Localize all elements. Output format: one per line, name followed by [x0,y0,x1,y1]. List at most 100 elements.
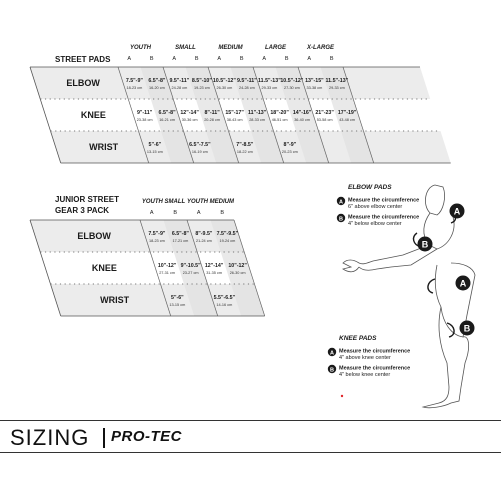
jr-cell-cm: 19-24 cm [219,239,235,243]
elbow-guide-line2: 4" below elbow center [348,221,402,227]
elbow-guide-line1: Measure the circumference [348,215,419,221]
sp-cell-cm: 20-23 cm [282,150,298,154]
sp-cell-inches: 7"-8.5" [236,142,254,148]
knee-guide-marker-icon [327,364,337,374]
sp-size-header: MEDIUM [218,45,243,51]
jr-col-letter: A [197,210,201,216]
junior-title-1: JUNIOR STREET [55,195,119,204]
jr-cell-cm: 26-30 cm [230,271,246,275]
sp-cell-inches: 6.5"-7.5" [189,142,211,148]
knee-guide-line1: Measure the circumference [339,349,410,355]
knee-guide-marker-icon [327,347,337,357]
sp-size-header: LARGE [265,45,287,51]
red-dot-icon [340,394,344,398]
knee-guide-line2: 4" above knee center [339,355,391,361]
sp-row-label: ELBOW [66,78,100,88]
sp-cell-cm: 16-20 cm [149,86,165,90]
jr-cell-inches: 7.5"-9.5" [217,231,239,237]
figure-marker-letter: B [422,240,429,250]
jr-cell-cm: 14-16 cm [216,303,232,307]
sp-col-letter: A [127,56,131,62]
figure-marker-icon [417,236,433,252]
figure-marker-icon [455,275,471,291]
sp-col-letter: A [217,56,221,62]
sp-size-header: X-LARGE [306,45,335,51]
sp-cell-inches: 5"-6" [149,142,162,148]
sp-col-shade [140,67,194,163]
leg-outline-icon [421,262,476,409]
jr-row-label: WRIST [100,295,129,305]
elbow-guide-marker-icon [336,196,346,206]
sp-cell-inches: 7.5"-9" [126,78,144,84]
title-divider [103,428,105,448]
jr-col-shade [163,220,218,316]
knee-guide-marker-letter: A [330,351,334,357]
sp-cell-inches: 10.5"-12" [280,78,303,84]
sp-cell-inches: 8.5"-10" [192,78,213,84]
sp-cell-inches: 18"-20" [270,110,289,116]
sp-cell-cm: 18-22 cm [237,150,253,154]
jr-cell-inches: 10"-12" [228,263,247,269]
sp-col-shade [230,67,284,163]
sp-row-label: WRIST [89,142,118,152]
figure-marker-letter: B [464,324,471,334]
sp-cell-cm: 13-15 cm [147,150,163,154]
sp-cell-cm: 30-36 cm [182,118,198,122]
sp-cell-cm: 23-38 cm [137,118,153,122]
jr-cell-inches: 5.5"-6.5" [214,295,236,301]
page-title: SIZING [10,425,90,450]
sp-cell-inches: 14"-16" [293,110,312,116]
jr-cell-cm: 21-24 cm [196,239,212,243]
knee-guide-title: KNEE PADS [339,335,377,342]
jr-col-letter: B [173,210,177,216]
sp-cell-inches: 13"-15" [305,78,324,84]
figure-marker-letter: A [460,279,467,289]
sp-cell-inches: 15"-17" [225,110,244,116]
sp-cell-cm: 20-28 cm [204,118,220,122]
jr-cell-cm: 31-35 cm [206,271,222,275]
sp-cell-inches: 6.5"-8" [148,78,166,84]
jr-cell-cm: 13-15 cm [169,303,185,307]
jr-col-letter: A [150,210,154,216]
junior-title-2: GEAR 3 PACK [55,206,109,215]
sp-cell-cm: 38-43 cm [227,118,243,122]
jr-cell-inches: 12"-14" [205,263,224,269]
sp-cell-cm: 29-33 cm [329,86,345,90]
jr-size-header: YOUTH SMALL [142,199,186,205]
sp-size-header: SMALL [175,45,196,51]
elbow-guide-title: ELBOW PADS [348,184,392,191]
sp-cell-cm: 29-33 cm [261,86,277,90]
jr-cell-cm: 17-21 cm [172,239,188,243]
elbow-guide-marker-letter: A [339,200,343,206]
sp-cell-inches: 8"-11" [204,110,220,116]
sp-cell-cm: 43-48 cm [339,118,355,122]
sp-cell-inches: 12"-14" [180,110,199,116]
jr-size-header: YOUTH MEDIUM [187,199,235,205]
sp-cell-inches: 9"-11" [137,110,153,116]
sp-cell-cm: 33-38 cm [306,86,322,90]
jr-cell-inches: 5"-6" [171,295,184,301]
knee-guide-line1: Measure the circumference [339,366,410,372]
sp-cell-inches: 10.5"-12" [213,78,236,84]
elbow-guide-marker-icon [336,213,346,223]
sp-size-header: YOUTH [130,45,152,51]
sp-cell-cm: 19-23 cm [194,86,210,90]
sp-col-shade [275,67,329,163]
jr-col-letter: B [220,210,224,216]
jr-cell-inches: 6.5"-8" [172,231,190,237]
jr-row-label: KNEE [92,263,117,273]
sp-cell-cm: 16-19 cm [192,150,208,154]
sp-cell-cm: 24-28 cm [171,86,187,90]
jr-cell-inches: 9"-10.5" [181,263,202,269]
sp-cell-cm: 36-40 cm [294,118,310,122]
elbow-guide-line2: 6" above elbow center [348,204,402,210]
footer-rule-bottom [0,452,501,453]
sp-col-letter: B [150,56,154,62]
sp-cell-cm: 46-51 cm [272,118,288,122]
arm-outline-icon [342,184,455,273]
sp-cell-cm: 16-21 cm [159,118,175,122]
elbow-guide-line1: Measure the circumference [348,198,419,204]
sp-col-letter: B [330,56,334,62]
sp-cell-cm: 53-58 cm [317,118,333,122]
